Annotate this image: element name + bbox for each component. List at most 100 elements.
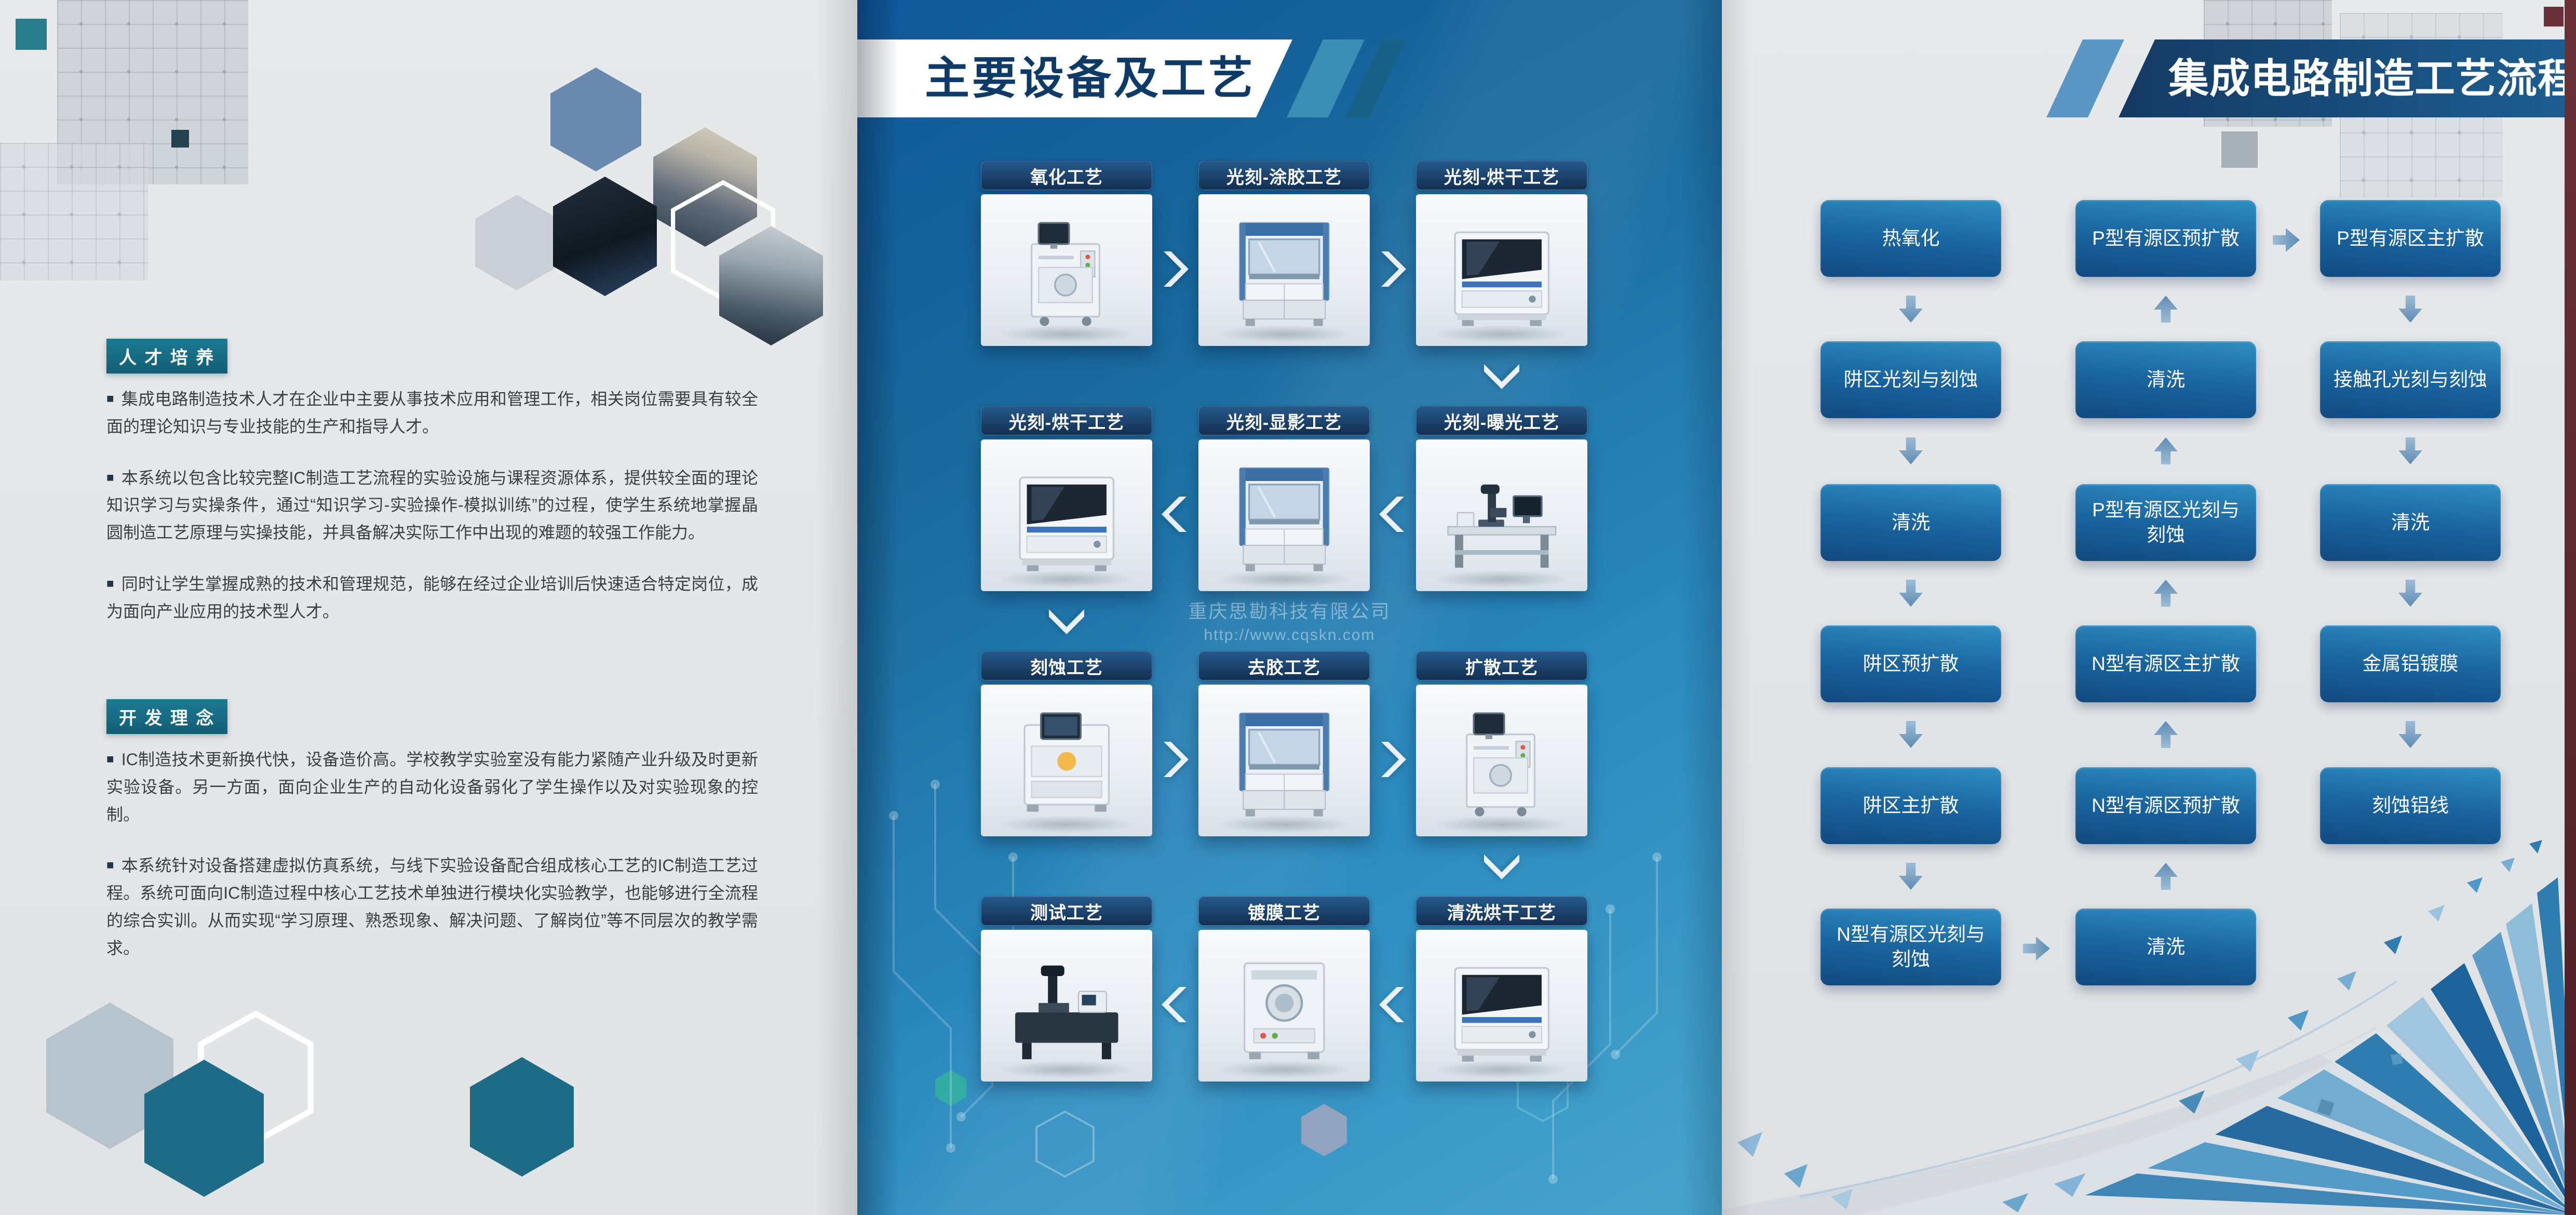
equipment-label: 去胶工艺 [1198, 651, 1370, 680]
drying-oven-icon [1432, 942, 1572, 1078]
hexagon-decoration [144, 1060, 264, 1197]
hexagon-photo-1 [653, 127, 757, 247]
equipment-label: 镀膜工艺 [1198, 897, 1370, 926]
edge-square-decoration [2544, 7, 2564, 26]
chevron-down-icon [1481, 849, 1522, 883]
binding-edge-strip [2565, 0, 2576, 1215]
flow-step: 接触孔光刻与刻蚀 [2320, 341, 2501, 418]
chevron-down-icon [1481, 359, 1522, 392]
arrow-down-icon [1899, 296, 1923, 323]
bullet-icon: ■ [106, 470, 114, 485]
furnace-machine-icon [996, 206, 1137, 343]
flow-step: 热氧化 [1820, 200, 2001, 277]
chevron-down-icon [1046, 604, 1087, 637]
chevron-left-icon [1158, 984, 1192, 1025]
right-header: 集成电路制造工艺流程 [1722, 39, 2576, 117]
right-panel: 集成电路制造工艺流程 热氧化 阱区光刻与刻蚀 清洗 阱区预扩散 阱区主扩散 N型… [1722, 0, 2576, 1215]
talent-paragraphs: ■集成电路制造技术人才在企业中主要从事技术应用和管理工作，相关岗位需要具有较全面… [106, 385, 758, 649]
chevron-left-icon [1158, 493, 1192, 535]
chevron-left-icon [1376, 984, 1409, 1025]
equipment-label: 光刻-涂胶工艺 [1198, 161, 1370, 190]
fume-hood-icon [1214, 206, 1355, 343]
watermark-url: http://www.cqskn.com [1204, 626, 1375, 644]
paragraph: ■本系统针对设备搭建虚拟仿真系统，与线下实验设备配合组成核心工艺的IC制造工艺过… [106, 852, 758, 962]
accent-square-decoration [16, 19, 47, 50]
section-badge-talent: 人 才 培 养 [106, 339, 228, 373]
equipment-label: 光刻-烘干工艺 [981, 406, 1152, 435]
middle-header: 主要设备及工艺 [857, 39, 1722, 117]
arrow-up-icon [2154, 721, 2178, 748]
chevron-right-icon [1158, 248, 1192, 290]
flow-step: 清洗 [2320, 484, 2501, 561]
flow-step: N型有源区主扩散 [2075, 625, 2256, 702]
hexagon-photo-2 [553, 177, 657, 296]
flow-step: 刻蚀铝线 [2320, 767, 2501, 844]
hexagon-decoration [475, 195, 558, 290]
arrow-up-icon [2154, 437, 2178, 464]
chevron-right-icon [1158, 739, 1192, 780]
furnace-machine-icon [1432, 697, 1572, 833]
bullet-icon: ■ [106, 392, 114, 406]
equipment-cell: 镀膜工艺 [1198, 897, 1370, 1082]
flow-step: 阱区预扩散 [1820, 625, 2001, 702]
equipment-cell: 光刻-曝光工艺 [1416, 406, 1587, 591]
flow-step: P型有源区光刻与刻蚀 [2075, 484, 2256, 561]
equipment-cell: 光刻-烘干工艺 [981, 406, 1152, 591]
arrow-right-icon [2273, 228, 2300, 252]
equipment-photo [1198, 930, 1370, 1082]
coating-machine-icon [1214, 942, 1355, 1078]
equipment-label: 扩散工艺 [1416, 651, 1587, 680]
bullet-icon: ■ [106, 858, 114, 873]
arrow-down-icon [2398, 580, 2422, 607]
paragraph: ■本系统以包含比较完整IC制造工艺流程的实验设施与课程资源体系，提供较全面的理论… [106, 464, 758, 546]
arrow-down-icon [1899, 580, 1923, 607]
equipment-photo [1416, 439, 1587, 591]
arrow-down-icon [2398, 437, 2422, 464]
equipment-photo [981, 439, 1152, 591]
flow-step: 清洗 [2075, 341, 2256, 418]
flow-step: 清洗 [1820, 484, 2001, 561]
equipment-label: 光刻-曝光工艺 [1416, 406, 1587, 435]
equipment-label: 清洗烘干工艺 [1416, 897, 1587, 926]
accent-square-decoration [2221, 131, 2258, 168]
bullet-icon: ■ [106, 752, 114, 766]
section-badge-develop: 开 发 理 念 [106, 699, 228, 734]
equipment-cell: 氧化工艺 [981, 161, 1152, 346]
fume-hood-icon [1214, 451, 1355, 588]
arrow-down-icon [2398, 721, 2422, 748]
chevron-left-icon [1376, 493, 1409, 535]
equipment-cell: 去胶工艺 [1198, 651, 1370, 836]
fume-hood-icon [1214, 697, 1355, 833]
hexagon-decoration [935, 1070, 966, 1106]
left-panel: 人 才 培 养 ■集成电路制造技术人才在企业中主要从事技术应用和管理工作，相关岗… [0, 0, 857, 1215]
accent-square-decoration [171, 130, 189, 148]
equipment-photo [981, 194, 1152, 346]
watermark: 重庆思勘科技有限公司 http://www.cqskn.com [857, 596, 1722, 644]
flow-step: 清洗 [2075, 909, 2256, 985]
bullet-icon: ■ [106, 576, 114, 591]
header-banner: 集成电路制造工艺流程 [2119, 39, 2576, 117]
exposure-bench-icon [1432, 451, 1572, 588]
paragraph-text: IC制造技术更新换代快，设备造价高。学校教学实验室没有能力紧随产业升级及时更新实… [106, 750, 758, 824]
paragraph-text: 集成电路制造技术人才在企业中主要从事技术应用和管理工作，相关岗位需要具有较全面的… [106, 390, 758, 436]
paragraph: ■IC制造技术更新换代快，设备造价高。学校教学实验室没有能力紧随产业升级及时更新… [106, 746, 758, 828]
equipment-photo [1198, 439, 1370, 591]
arrow-down-icon [1899, 721, 1923, 748]
hexagon-photo-3 [719, 226, 823, 345]
chevron-right-icon [1376, 248, 1409, 290]
drying-oven-icon [996, 451, 1137, 588]
geometric-burst-decoration [1722, 840, 2576, 1215]
equipment-photo [1198, 194, 1370, 346]
right-title: 集成电路制造工艺流程 [2168, 56, 2576, 101]
arrow-down-icon [2398, 296, 2422, 323]
etching-machine-icon [996, 697, 1137, 833]
circuit-pattern-decoration [0, 143, 148, 281]
flow-step: 金属铝镀膜 [2320, 625, 2501, 702]
middle-title: 主要设备及工艺 [925, 54, 1256, 103]
header-banner: 主要设备及工艺 [857, 39, 1292, 117]
equipment-cell: 光刻-涂胶工艺 [1198, 161, 1370, 346]
flow-step: N型有源区预扩散 [2075, 767, 2256, 844]
equipment-label: 光刻-显影工艺 [1198, 406, 1370, 435]
equipment-photo [1416, 685, 1587, 836]
